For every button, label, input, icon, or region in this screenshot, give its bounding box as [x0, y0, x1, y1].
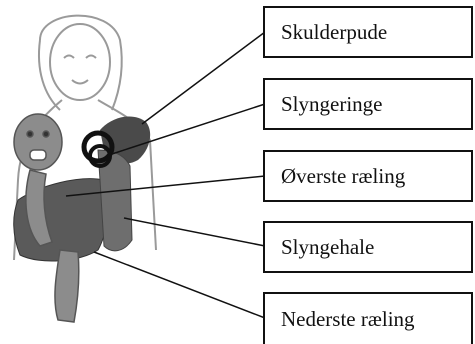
- leader-sling-tail: [124, 218, 265, 246]
- label-sling-rings: Slyngeringe: [263, 78, 473, 130]
- label-sling-tail-text: Slyngehale: [281, 235, 374, 260]
- sling-diagram: Skulderpude Slyngeringe Øverste ræling S…: [0, 0, 475, 337]
- label-top-rail: Øverste ræling: [263, 150, 473, 202]
- mother-mouth: [72, 80, 88, 84]
- baby-head: [14, 114, 62, 170]
- leader-lines: [66, 32, 265, 318]
- mother-eyes: [64, 56, 96, 59]
- mother-face: [50, 24, 110, 100]
- baby-pacifier: [30, 150, 46, 160]
- label-bottom-rail: Nederste ræling: [263, 292, 473, 344]
- label-shoulder-pad-text: Skulderpude: [281, 20, 387, 45]
- baby-eye-left: [27, 131, 33, 137]
- label-sling-tail: Slyngehale: [263, 221, 473, 273]
- leader-bottom-rail: [94, 252, 265, 318]
- label-top-rail-text: Øverste ræling: [281, 164, 405, 189]
- label-sling-rings-text: Slyngeringe: [281, 92, 382, 117]
- baby-leg: [55, 250, 79, 322]
- baby-eye-right: [43, 131, 49, 137]
- label-bottom-rail-text: Nederste ræling: [281, 307, 415, 332]
- label-shoulder-pad: Skulderpude: [263, 6, 473, 58]
